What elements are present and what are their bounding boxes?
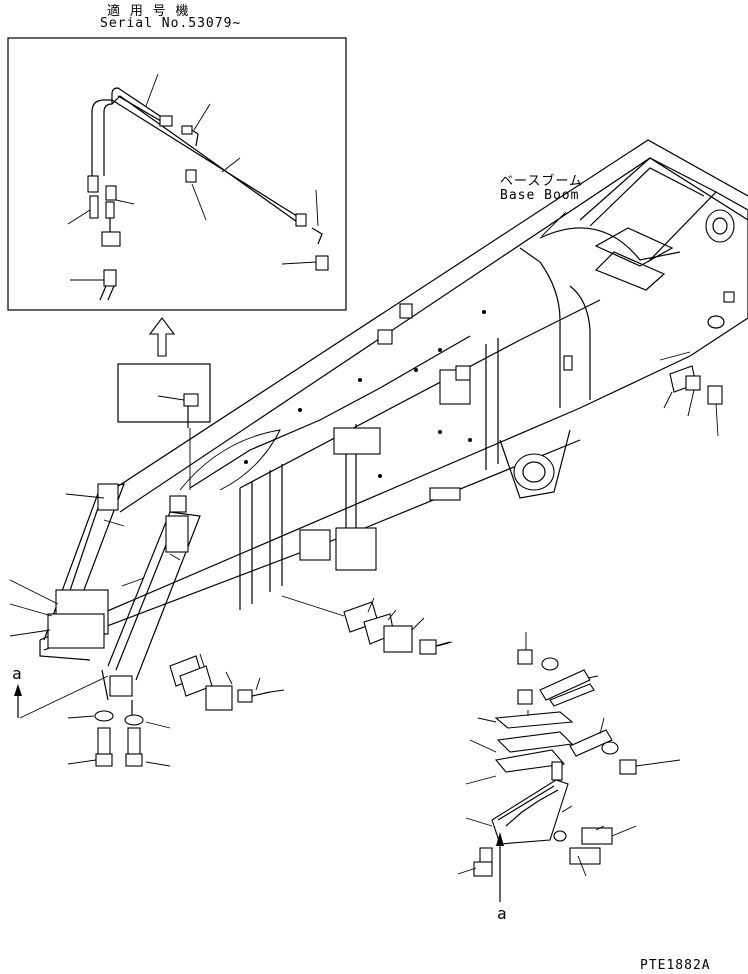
base-boom-label-en: Base Boom — [500, 188, 580, 203]
base-boom-body — [39, 139, 748, 661]
applicable-serial-label-jp: 適 用 号 機 — [107, 4, 190, 19]
small-reference-box — [117, 363, 211, 490]
detail-view-a — [457, 632, 681, 902]
left-guide-assembly — [43, 483, 201, 716]
view-a-arrow-left — [14, 675, 109, 719]
base-boom-label-jp: ベースブーム — [500, 174, 583, 189]
view-a-letter-detail: a — [497, 904, 507, 923]
drawing-code: PTE1882A — [640, 958, 711, 973]
inset-detail-box — [7, 37, 347, 311]
left-bottom-bolts — [67, 710, 171, 767]
serial-number-label: Serial No.53079~ — [100, 16, 242, 31]
inset-pointer-arrow — [148, 317, 176, 357]
slide-pads-head — [659, 351, 723, 437]
view-a-letter-left: a — [12, 664, 22, 683]
left-leader-lines — [9, 493, 181, 637]
slide-pads-middle — [169, 595, 453, 711]
base-boom-leader — [541, 211, 567, 237]
